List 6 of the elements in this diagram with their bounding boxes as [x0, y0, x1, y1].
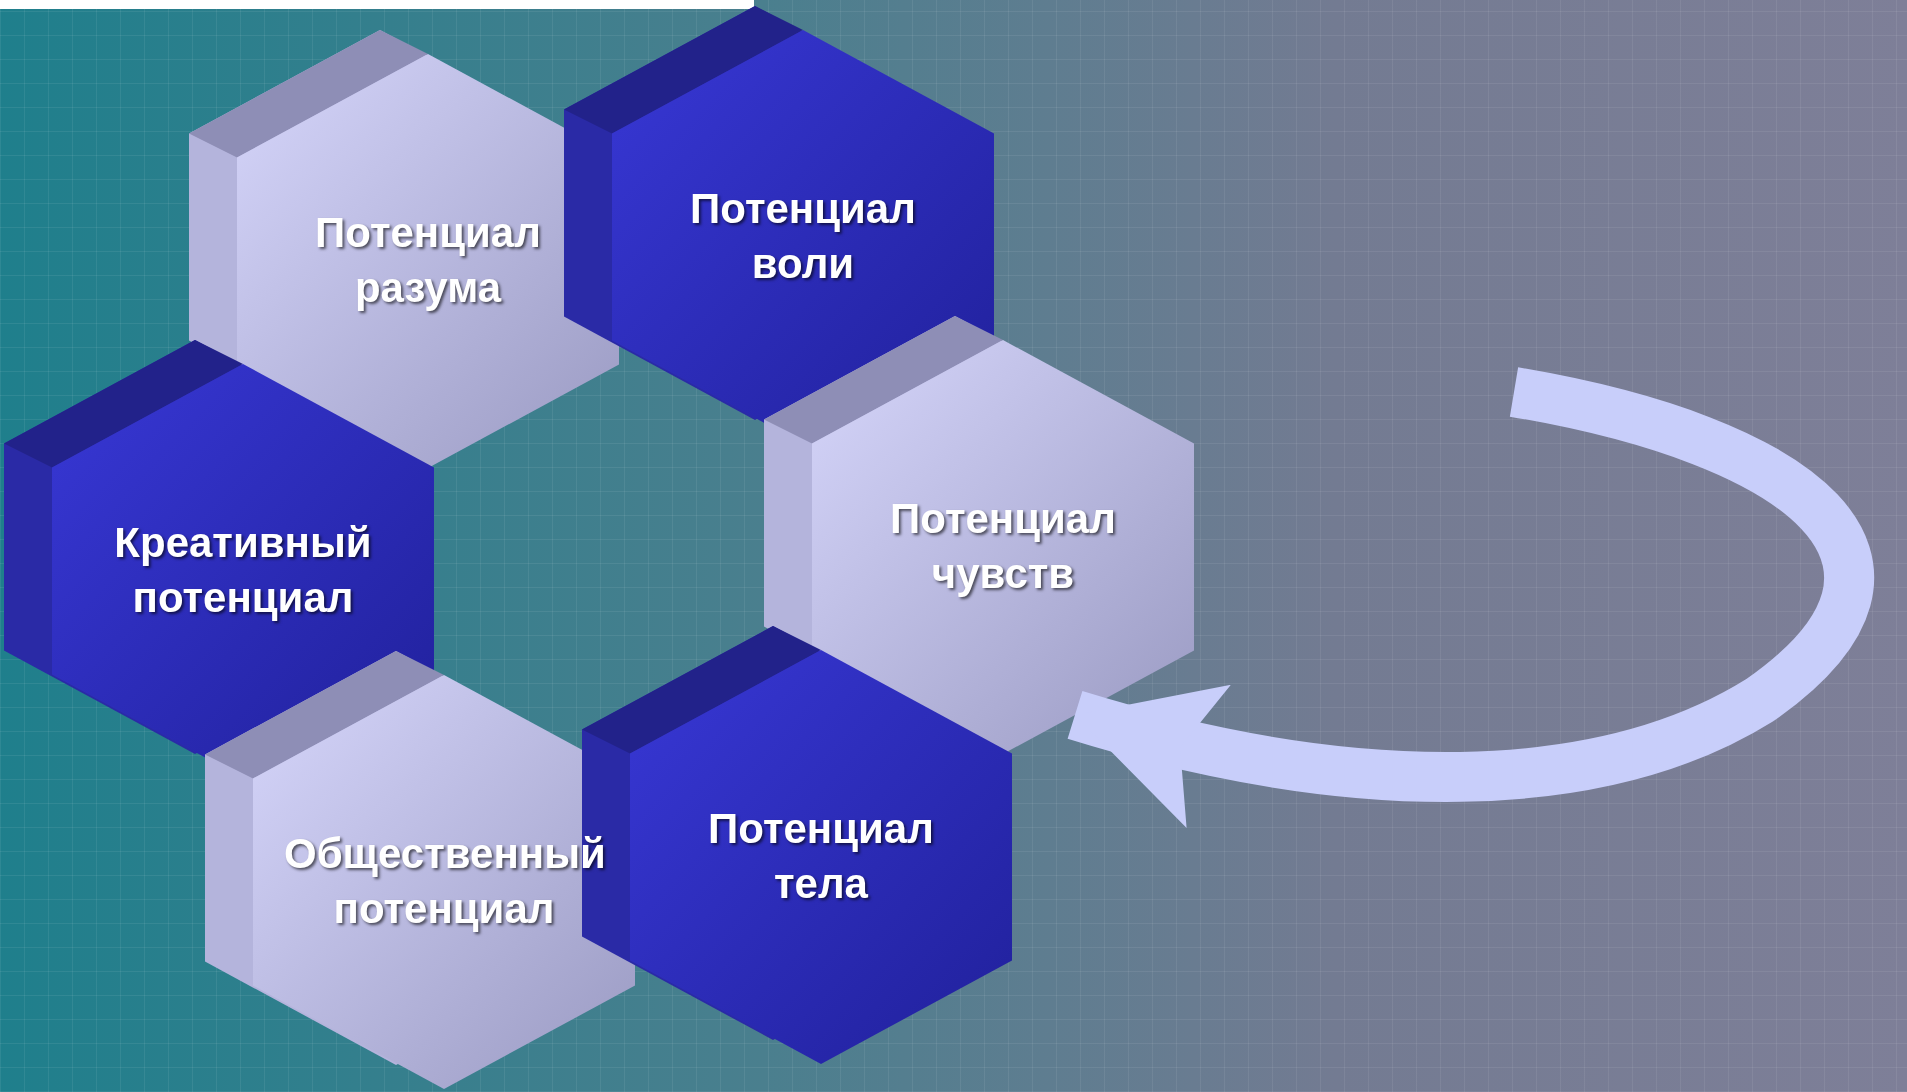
- hexagon-label: Потенциал воли: [689, 184, 917, 289]
- curved-arrow: [1068, 367, 1874, 826]
- hexagon-label: Потенциал тела: [707, 804, 935, 909]
- hexagon-label: Потенциал чувств: [889, 494, 1117, 599]
- hexagon-label: Креативный потенциал: [113, 518, 373, 623]
- hexagon-label: Потенциал разума: [314, 208, 542, 313]
